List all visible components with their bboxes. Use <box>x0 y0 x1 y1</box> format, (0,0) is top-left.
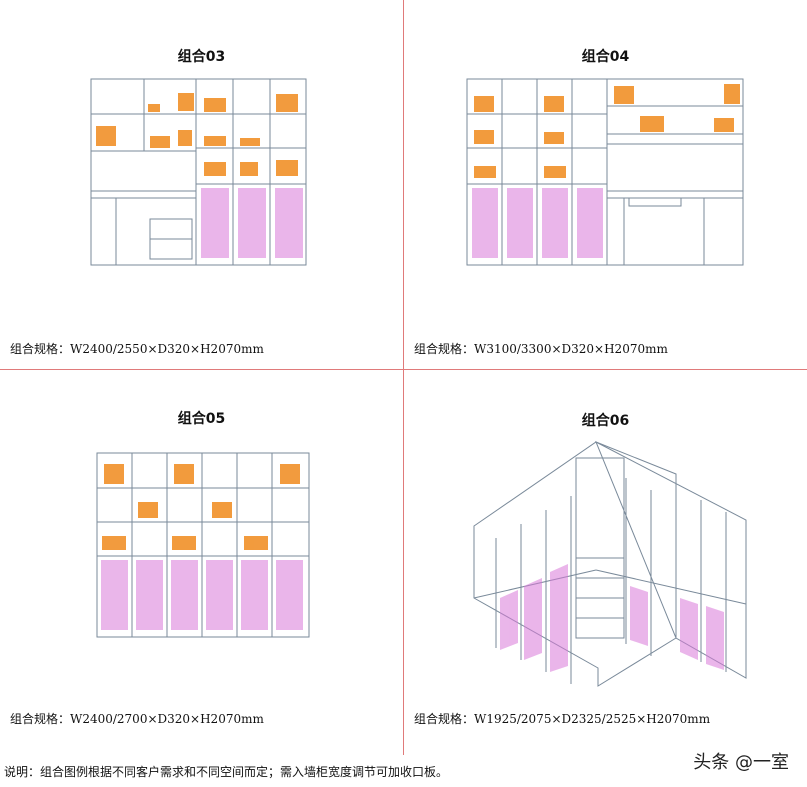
panel-spec: 组合规格：W1925/2075×D2325/2525×H2070mm <box>414 712 711 726</box>
panel-title: 组合05 <box>177 411 226 427</box>
combo-05-drawing <box>96 452 310 638</box>
panel-combo-04: 组合04 <box>404 0 807 369</box>
horizontal-divider <box>0 369 807 370</box>
panel-spec: 组合规格：W2400/2550×D320×H2070mm <box>10 342 264 356</box>
panel-combo-05: 组合05 <box>0 370 403 739</box>
combo-06-drawing <box>473 440 747 687</box>
watermark: 头条 @一室 <box>693 752 789 773</box>
panel-spec: 组合规格：W3100/3300×D320×H2070mm <box>414 342 668 356</box>
panel-spec: 组合规格：W2400/2700×D320×H2070mm <box>10 712 264 726</box>
panel-combo-03: 组合03 <box>0 0 403 369</box>
combo-03-drawing <box>90 78 307 266</box>
combo-04-drawing <box>466 78 744 266</box>
panel-title: 组合03 <box>177 49 226 65</box>
vertical-divider <box>403 0 404 755</box>
panel-title: 组合06 <box>581 413 630 429</box>
footer-note: 说明：组合图例根据不同客户需求和不同空间而定；需入墙柜宽度调节可加收口板。 <box>4 765 449 779</box>
panel-title: 组合04 <box>581 49 630 65</box>
panel-combo-06: 组合06 组合规格：W <box>404 370 807 739</box>
